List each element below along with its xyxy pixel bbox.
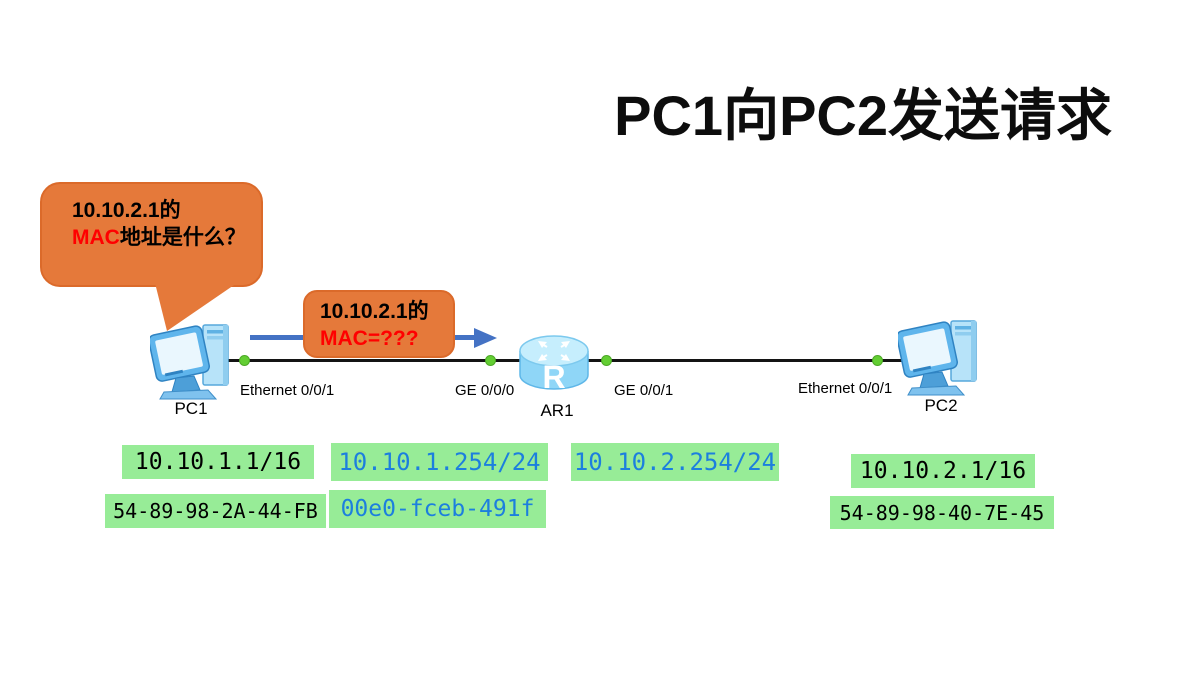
pc-monitor xyxy=(150,325,210,382)
pc2-mac-tag: 54-89-98-40-7E-45 xyxy=(830,496,1054,529)
interface-label-ar1-ge1: GE 0/0/1 xyxy=(614,382,674,399)
pc-tower xyxy=(950,320,977,382)
pc-monitor xyxy=(898,321,958,378)
ar1-ge1-ip-tag: 10.10.2.254/24 xyxy=(571,443,779,481)
device-label-ar1: AR1 xyxy=(540,401,574,420)
speech-bubble: 10.10.2.1的 MAC地址是什么？ xyxy=(40,182,263,287)
interface-label-ar1-ge0: GE 0/0/0 xyxy=(455,382,515,399)
link-dot-ar1-ge1 xyxy=(601,354,612,366)
speech-bubble-line1: 10.10.2.1的 xyxy=(72,199,181,222)
link-dot-pc1 xyxy=(239,354,250,366)
router-arrows-icon xyxy=(538,341,570,361)
device-label-pc2: PC2 xyxy=(924,396,958,415)
page-title: PC1向PC2发送请求 xyxy=(614,84,1112,147)
pc-stand xyxy=(907,371,966,396)
pc2-icon xyxy=(898,320,977,396)
router-icon: R xyxy=(519,335,589,395)
ar1-mac-tag: 00e0-fceb-491f xyxy=(329,490,546,528)
device-label-pc1: PC1 xyxy=(174,399,208,418)
speech-bubble-tail xyxy=(155,283,237,331)
pc2-ip-tag: 10.10.2.1/16 xyxy=(851,454,1035,488)
speech-bubble-line2: 地址是什么？ xyxy=(119,226,246,249)
pc-tower xyxy=(202,324,229,386)
speech-bubble-mac-highlight: MAC xyxy=(72,226,120,249)
router-top xyxy=(519,335,589,367)
request-arrow-head xyxy=(474,327,497,348)
request-label-mac: MAC=??? xyxy=(320,327,419,350)
ar1-ge0-ip-tag: 10.10.1.254/24 xyxy=(331,443,548,481)
speech-bubble-text: 10.10.2.1的 MAC地址是什么？ xyxy=(42,184,261,251)
router-letter: R xyxy=(542,359,565,395)
request-label-line1: 10.10.2.1的 xyxy=(320,300,429,323)
pc-stand xyxy=(159,375,218,400)
pc1-ip-tag: 10.10.1.1/16 xyxy=(122,445,314,479)
interface-label-pc1: Ethernet 0/0/1 xyxy=(240,382,335,399)
pc1-mac-tag: 54-89-98-2A-44-FB xyxy=(105,494,326,528)
interface-label-pc2: Ethernet 0/0/1 xyxy=(798,380,893,397)
link-dot-pc2 xyxy=(872,354,883,366)
request-label-box: 10.10.2.1的 MAC=??? xyxy=(303,290,455,358)
pc1-icon xyxy=(150,324,229,400)
link-dot-ar1-ge0 xyxy=(485,354,496,366)
